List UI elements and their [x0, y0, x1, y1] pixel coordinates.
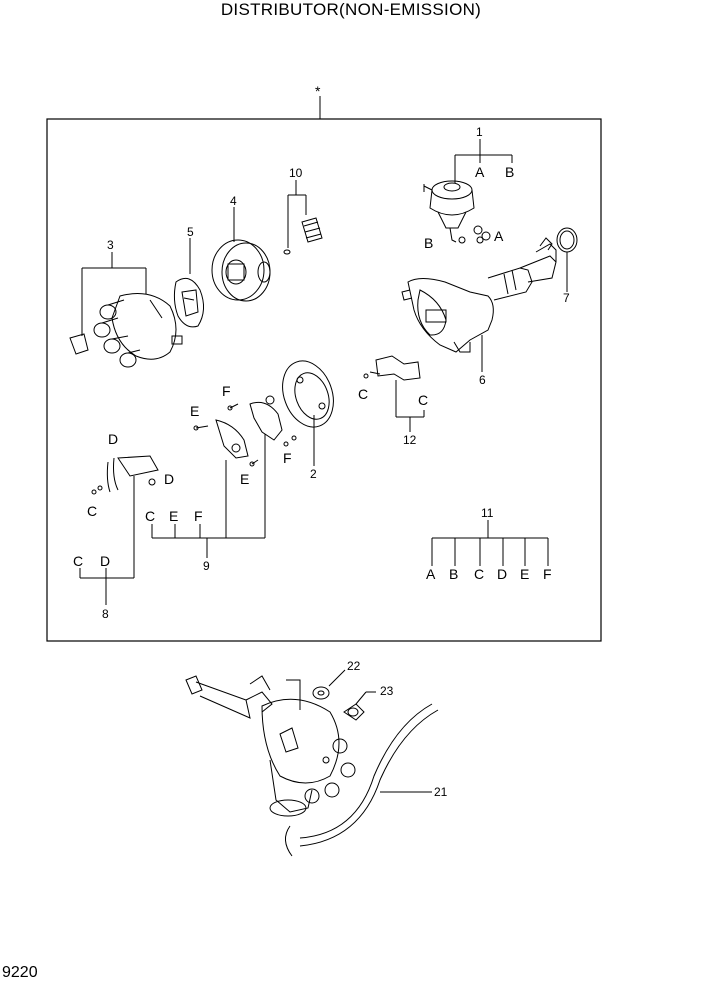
letter-a-part11: A [426, 566, 436, 582]
letter-a-part1: A [475, 164, 485, 180]
letter-d-coil-right: D [164, 471, 174, 487]
callout-4: 4 [230, 194, 237, 208]
letter-f-upper: F [222, 383, 231, 399]
letter-c-part12: C [418, 392, 428, 408]
letter-d-coil: D [108, 431, 118, 447]
callout-5: 5 [187, 225, 194, 239]
screw-set-bracket [431, 520, 549, 566]
callout-23: 23 [380, 684, 394, 698]
letter-d-part11: D [497, 566, 507, 582]
callout-1: 1 [476, 125, 483, 139]
spring-clip [283, 180, 323, 255]
callout-6: 6 [479, 373, 486, 387]
callout-3: 3 [107, 238, 114, 252]
letter-e-lower: E [240, 471, 249, 487]
callout-2: 2 [310, 467, 317, 481]
vacuum-advance-unit [423, 139, 513, 244]
letter-f-part9: F [194, 508, 203, 524]
letter-c-part8: C [73, 553, 83, 569]
distributor-assembly [185, 669, 439, 857]
letter-f-lower: F [283, 450, 292, 466]
letter-labels: A B B A F E F E D D C C E F C D C C A B … [73, 164, 552, 582]
page-number: 9220 [2, 964, 38, 981]
letter-e-part11: E [520, 566, 529, 582]
letter-b-part11: B [449, 566, 458, 582]
letter-d-part8: D [100, 553, 110, 569]
letter-f-part11: F [543, 566, 552, 582]
callout-10: 10 [289, 166, 303, 180]
callout-9: 9 [203, 559, 210, 573]
distributor-housing [401, 237, 557, 372]
letter-e-upper: E [190, 403, 199, 419]
letter-c-clamp: C [358, 386, 368, 402]
letter-e-part9: E [169, 508, 178, 524]
letter-c-coil: C [87, 503, 97, 519]
pickup-coil [79, 455, 159, 605]
letter-b-housing: B [424, 235, 433, 251]
signal-rotor [211, 207, 271, 302]
callout-11: 11 [481, 506, 494, 520]
callout-7: 7 [563, 291, 570, 305]
distributor-cap [69, 252, 183, 368]
page-title: DISTRIBUTOR(NON-EMISSION) [220, 0, 482, 19]
o-ring [556, 227, 578, 292]
letter-b-part1: B [505, 164, 514, 180]
asterisk-label: * [315, 83, 321, 99]
callout-21: 21 [434, 785, 448, 799]
governor-weights [151, 395, 297, 558]
callout-labels: 1 2 3 4 5 6 7 8 9 10 11 12 21 22 23 [102, 125, 570, 799]
letter-a-housing: A [494, 228, 504, 244]
breaker-plate [282, 360, 334, 466]
letter-c-part11: C [474, 566, 484, 582]
assembly-frame [46, 118, 602, 642]
callout-12: 12 [403, 433, 417, 447]
callout-22: 22 [347, 659, 361, 673]
condenser-clamp [363, 355, 425, 432]
letter-c-part9: C [145, 508, 155, 524]
rotor [173, 238, 204, 328]
callout-8: 8 [102, 607, 109, 621]
